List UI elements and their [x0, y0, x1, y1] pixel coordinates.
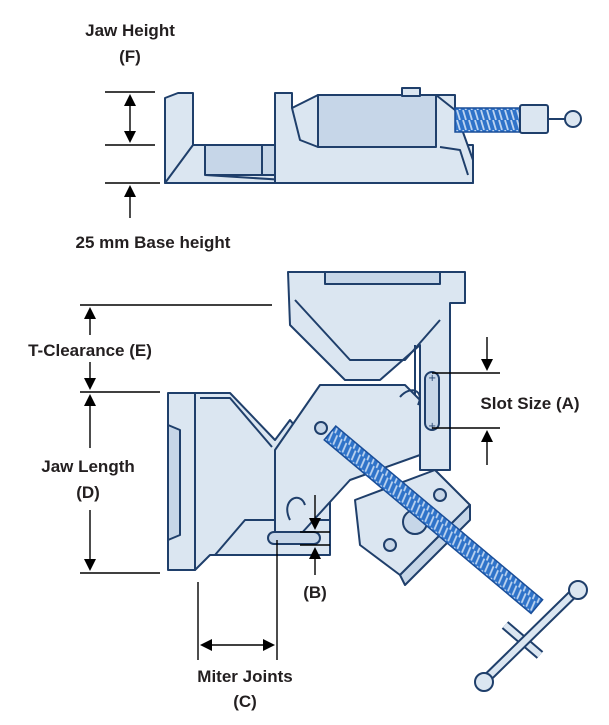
pivot-hole [314, 421, 328, 435]
dimension-lines [80, 91, 500, 660]
dimension-arrow-icon [481, 359, 493, 371]
side-lead-screw [454, 107, 526, 133]
dimension-arrow-icon [309, 547, 321, 559]
jaw-height-code: (F) [119, 47, 141, 66]
slot-size-label: Slot Size (A) [480, 394, 579, 413]
side-base-block [204, 144, 286, 176]
labels: Jaw Height (F) 25 mm Base height T-Clear… [28, 21, 579, 711]
dimension-arrow-icon [124, 94, 136, 106]
lead-screw-icon [323, 425, 544, 615]
top-arm-jaw [324, 271, 441, 285]
base-height-label: 25 mm Base height [76, 233, 231, 252]
dimension-arrow-icon [84, 378, 96, 390]
dimension-arrow-icon [481, 430, 493, 442]
svg-text:+: + [428, 373, 436, 384]
slot-a [424, 371, 440, 431]
jaw-block-screw-2 [383, 538, 397, 552]
dimension-arrow-icon [84, 559, 96, 571]
side-handle-knob [564, 110, 582, 128]
miter-joints-label: Miter Joints [197, 667, 292, 686]
jaw-block-screw-1 [433, 488, 447, 502]
svg-text:+: + [428, 421, 436, 432]
dimension-arrow-icon [309, 518, 321, 530]
jaw-length-label: Jaw Length [41, 457, 135, 476]
jaw-length-code: (D) [76, 483, 100, 502]
side-jaw-face [317, 94, 437, 148]
dimension-arrow-icon [124, 131, 136, 143]
t-clearance-label: T-Clearance (E) [28, 341, 152, 360]
side-view [164, 87, 582, 184]
side-top-nub [401, 87, 421, 97]
dimension-arrow-icon [200, 639, 212, 651]
jaw-height-label: Jaw Height [85, 21, 175, 40]
dimension-arrow-icon [124, 185, 136, 197]
dimension-arrow-icon [84, 307, 96, 319]
dimension-arrow-icon [263, 639, 275, 651]
side-left-jaw [164, 92, 194, 184]
b-code-label: (B) [303, 583, 327, 602]
side-handle-hub [519, 104, 549, 134]
dimension-arrow-icon [84, 394, 96, 406]
t-handle-icon [474, 580, 588, 692]
slot-b [267, 531, 321, 545]
miter-joints-code: (C) [233, 692, 257, 711]
top-view: + + [167, 271, 588, 692]
